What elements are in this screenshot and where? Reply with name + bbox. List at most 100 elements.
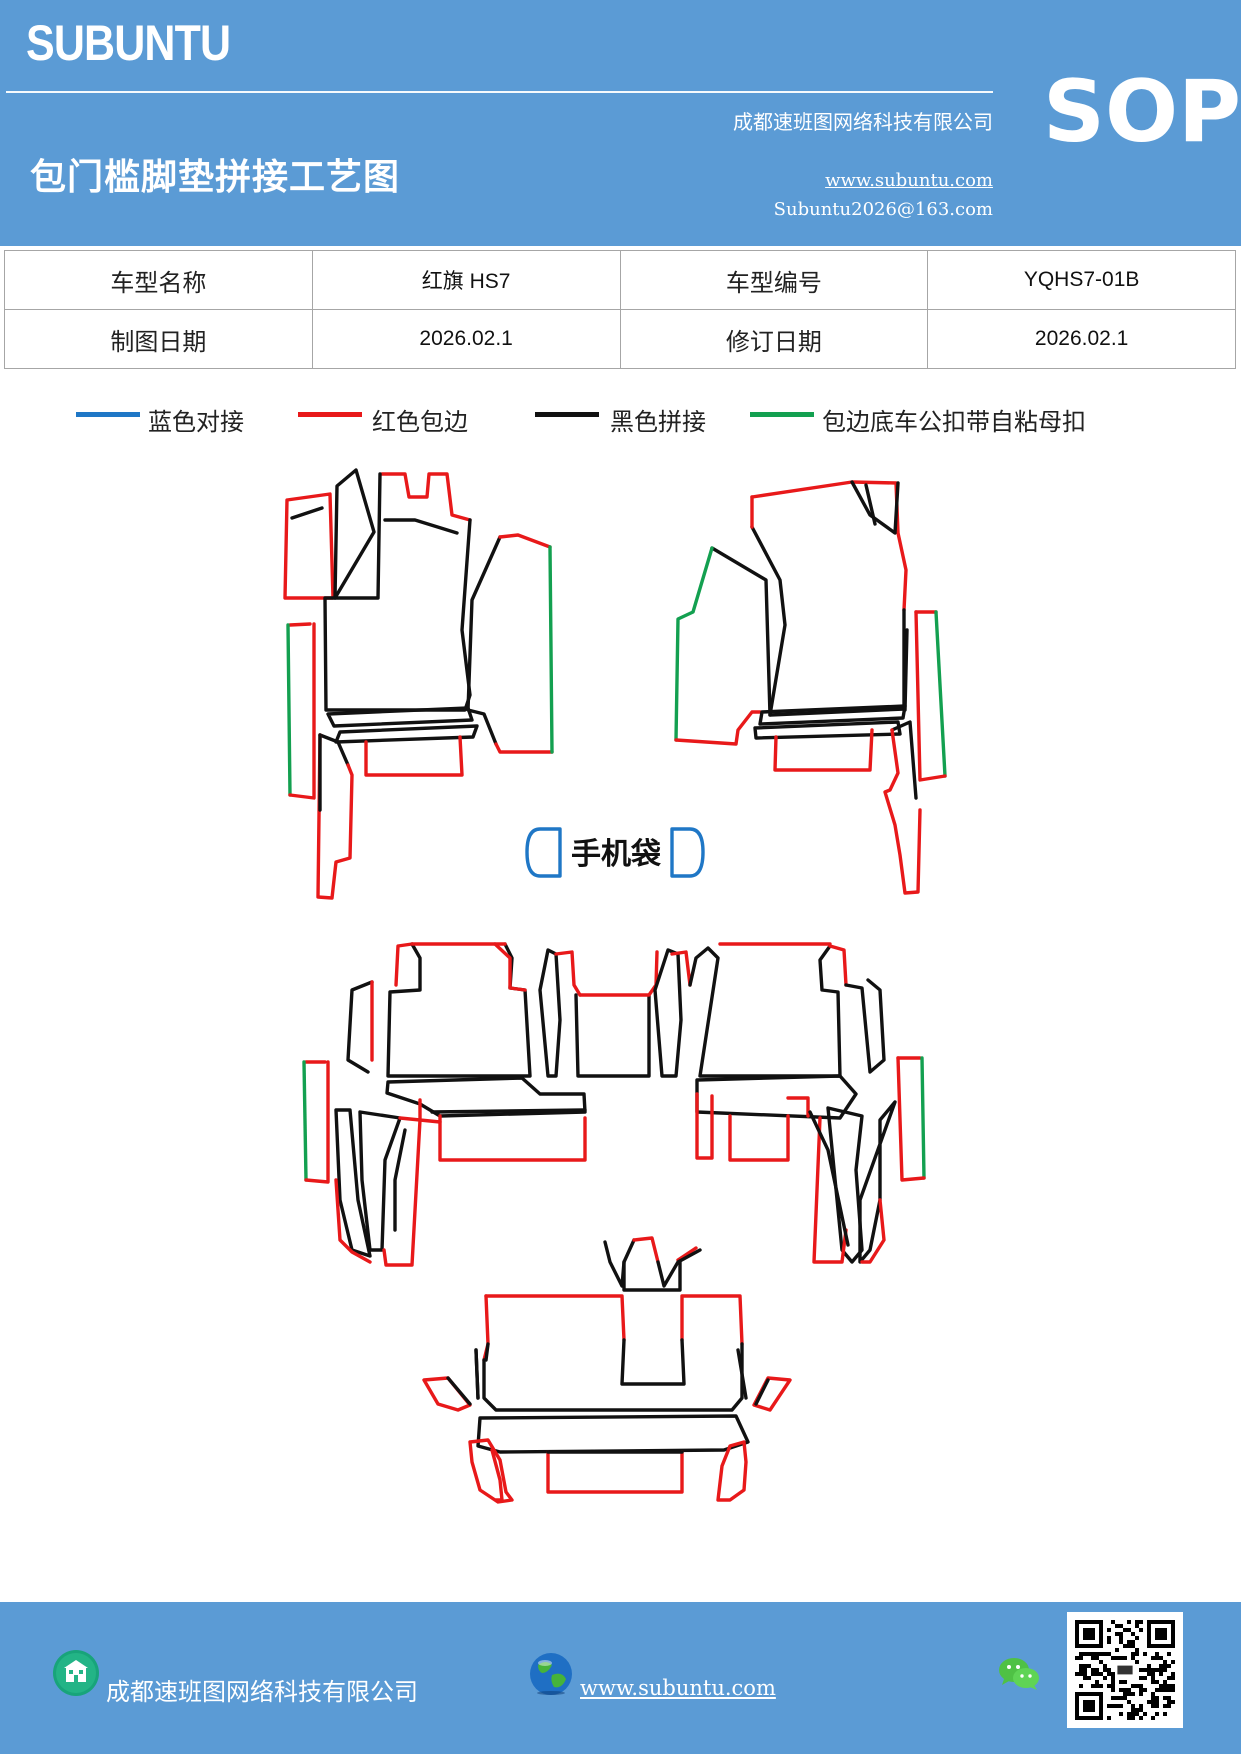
mat-piece-outline [476,1414,750,1454]
brand-logo: SUBUNTU [26,15,231,71]
legend-label-black: 黑色拼接 [610,408,706,436]
second-row-mat [302,942,926,1267]
mat-piece-outline [676,1246,698,1262]
legend-swatch-red [298,412,362,417]
mat-piece-outline [288,622,316,800]
front-left-mat [283,468,554,900]
mat-piece-outline [754,1378,770,1406]
info-value-cell: 红旗 HS7 [311,250,621,310]
mat-piece-outline [674,710,762,746]
footer-company-name: 成都速班图网络科技有限公司 [106,1678,418,1706]
mat-piece-outline [578,950,659,997]
mat-piece-outline [548,545,554,754]
mat-piece-outline [380,472,472,522]
mat-piece-outline [466,535,502,746]
front-right-mat [674,480,947,895]
mat-piece-outline [334,724,479,744]
mat-piece-outline [828,944,848,987]
mat-piece-outline [622,1260,682,1292]
mat-piece-outline [446,1376,472,1406]
header-email[interactable]: Subuntu2026@163.com [773,199,993,220]
mat-piece-outline [484,1294,626,1342]
mat-piece-outline [493,942,527,992]
mat-piece-outline [914,610,947,782]
mat-piece-outline [850,480,900,535]
legend-swatch-blue [76,412,140,417]
mat-piece-outline [333,468,376,600]
mat-piece-outline [688,944,842,1078]
mat-piece-outline [808,1110,850,1247]
mat-piece-outline [670,950,692,987]
mat-piece-outline [498,533,552,549]
phone-pocket: 手机袋 [525,827,705,878]
mat-piece-outline [484,1342,490,1362]
mat-piece-outline [750,525,906,717]
mat-piece-outline [603,1238,636,1288]
mat-piece-outline [383,518,459,535]
mat-piece-outline [680,1294,744,1346]
sop-badge: SOP [1043,62,1241,162]
mat-piece-outline [482,1342,744,1412]
mat-piece-outline [302,1060,308,1182]
page-title: 包门槛脚垫拼接工艺图 [30,157,401,198]
color-legend: 蓝色对接 红色包边 黑色拼接 包边底车公扣带自粘母扣 [0,400,1241,440]
mat-piece-outline [494,742,554,754]
mat-piece-outline [656,1248,702,1288]
mat-piece-outline [773,728,874,772]
header-banner: SUBUNTU 成都速班图网络科技有限公司 包门槛脚垫拼接工艺图 www.sub… [0,0,1241,246]
mat-piece-outline [430,1108,587,1114]
mat-piece-outline [728,1114,790,1162]
mat-piece-outline [758,704,907,726]
footer-website-link[interactable]: www.subuntu.com [580,1676,776,1700]
header-company-name: 成都速班图网络科技有限公司 [733,110,993,134]
header-divider [6,91,993,93]
mat-piece-outline [290,506,324,520]
legend-label-blue: 蓝色对接 [148,408,244,436]
wechat-icon[interactable] [996,1654,1042,1694]
mat-piece-outline [385,1076,587,1118]
mat-piece-outline [318,733,350,767]
info-value-cell: 2026.02.1 [311,309,621,369]
mat-piece-outline [653,948,683,1078]
mat-piece-outline [438,1114,587,1162]
mat-piece-outline [334,1108,372,1258]
mat-piece-outline [382,1116,422,1267]
info-label-cell: 车型名称 [4,250,313,310]
mat-piece-outline [316,733,354,900]
mat-piece-outline [786,1096,810,1118]
info-value-cell: YQHS7-01B [927,250,1236,310]
qr-code [1067,1612,1183,1728]
header-website-link[interactable]: www.subuntu.com [825,170,993,191]
building-icon [53,1650,99,1696]
mat-piece-outline [283,492,335,600]
mat-piece-outline [490,1448,504,1502]
mat-piece-outline [326,706,474,728]
mat-piece-outline [546,1450,684,1494]
mat-piece-outline [334,1178,372,1264]
mat-piece-outline [468,1438,514,1504]
rear-mat [422,1236,792,1504]
mat-piece-outline [670,827,705,878]
mat-piece-outline [890,720,918,800]
mat-piece-outline [422,1376,472,1412]
legend-swatch-green [750,412,814,417]
mat-piece-outline [554,950,582,997]
legend-label-red: 红色包边 [372,408,468,436]
mat-piece-outline [883,728,922,895]
mat-piece-outline [286,623,292,797]
mat-piece-outline [860,1198,886,1264]
mat-piece-outline [750,480,908,612]
mat-piece-outline [346,980,374,1074]
info-label-cell: 制图日期 [4,309,313,369]
mat-piece-outline [812,1116,848,1264]
mat-piece-outline [674,546,714,742]
mat-piece-outline [632,1236,660,1264]
mat-piece-outline [903,628,909,712]
mat-piece-outline [474,1348,748,1400]
footer-banner: 成都速班图网络科技有限公司 www.subuntu.com [0,1602,1241,1754]
mat-piece-outline [620,1338,686,1386]
mat-piece-outline [920,1056,926,1180]
mat-piece-outline [288,622,312,627]
